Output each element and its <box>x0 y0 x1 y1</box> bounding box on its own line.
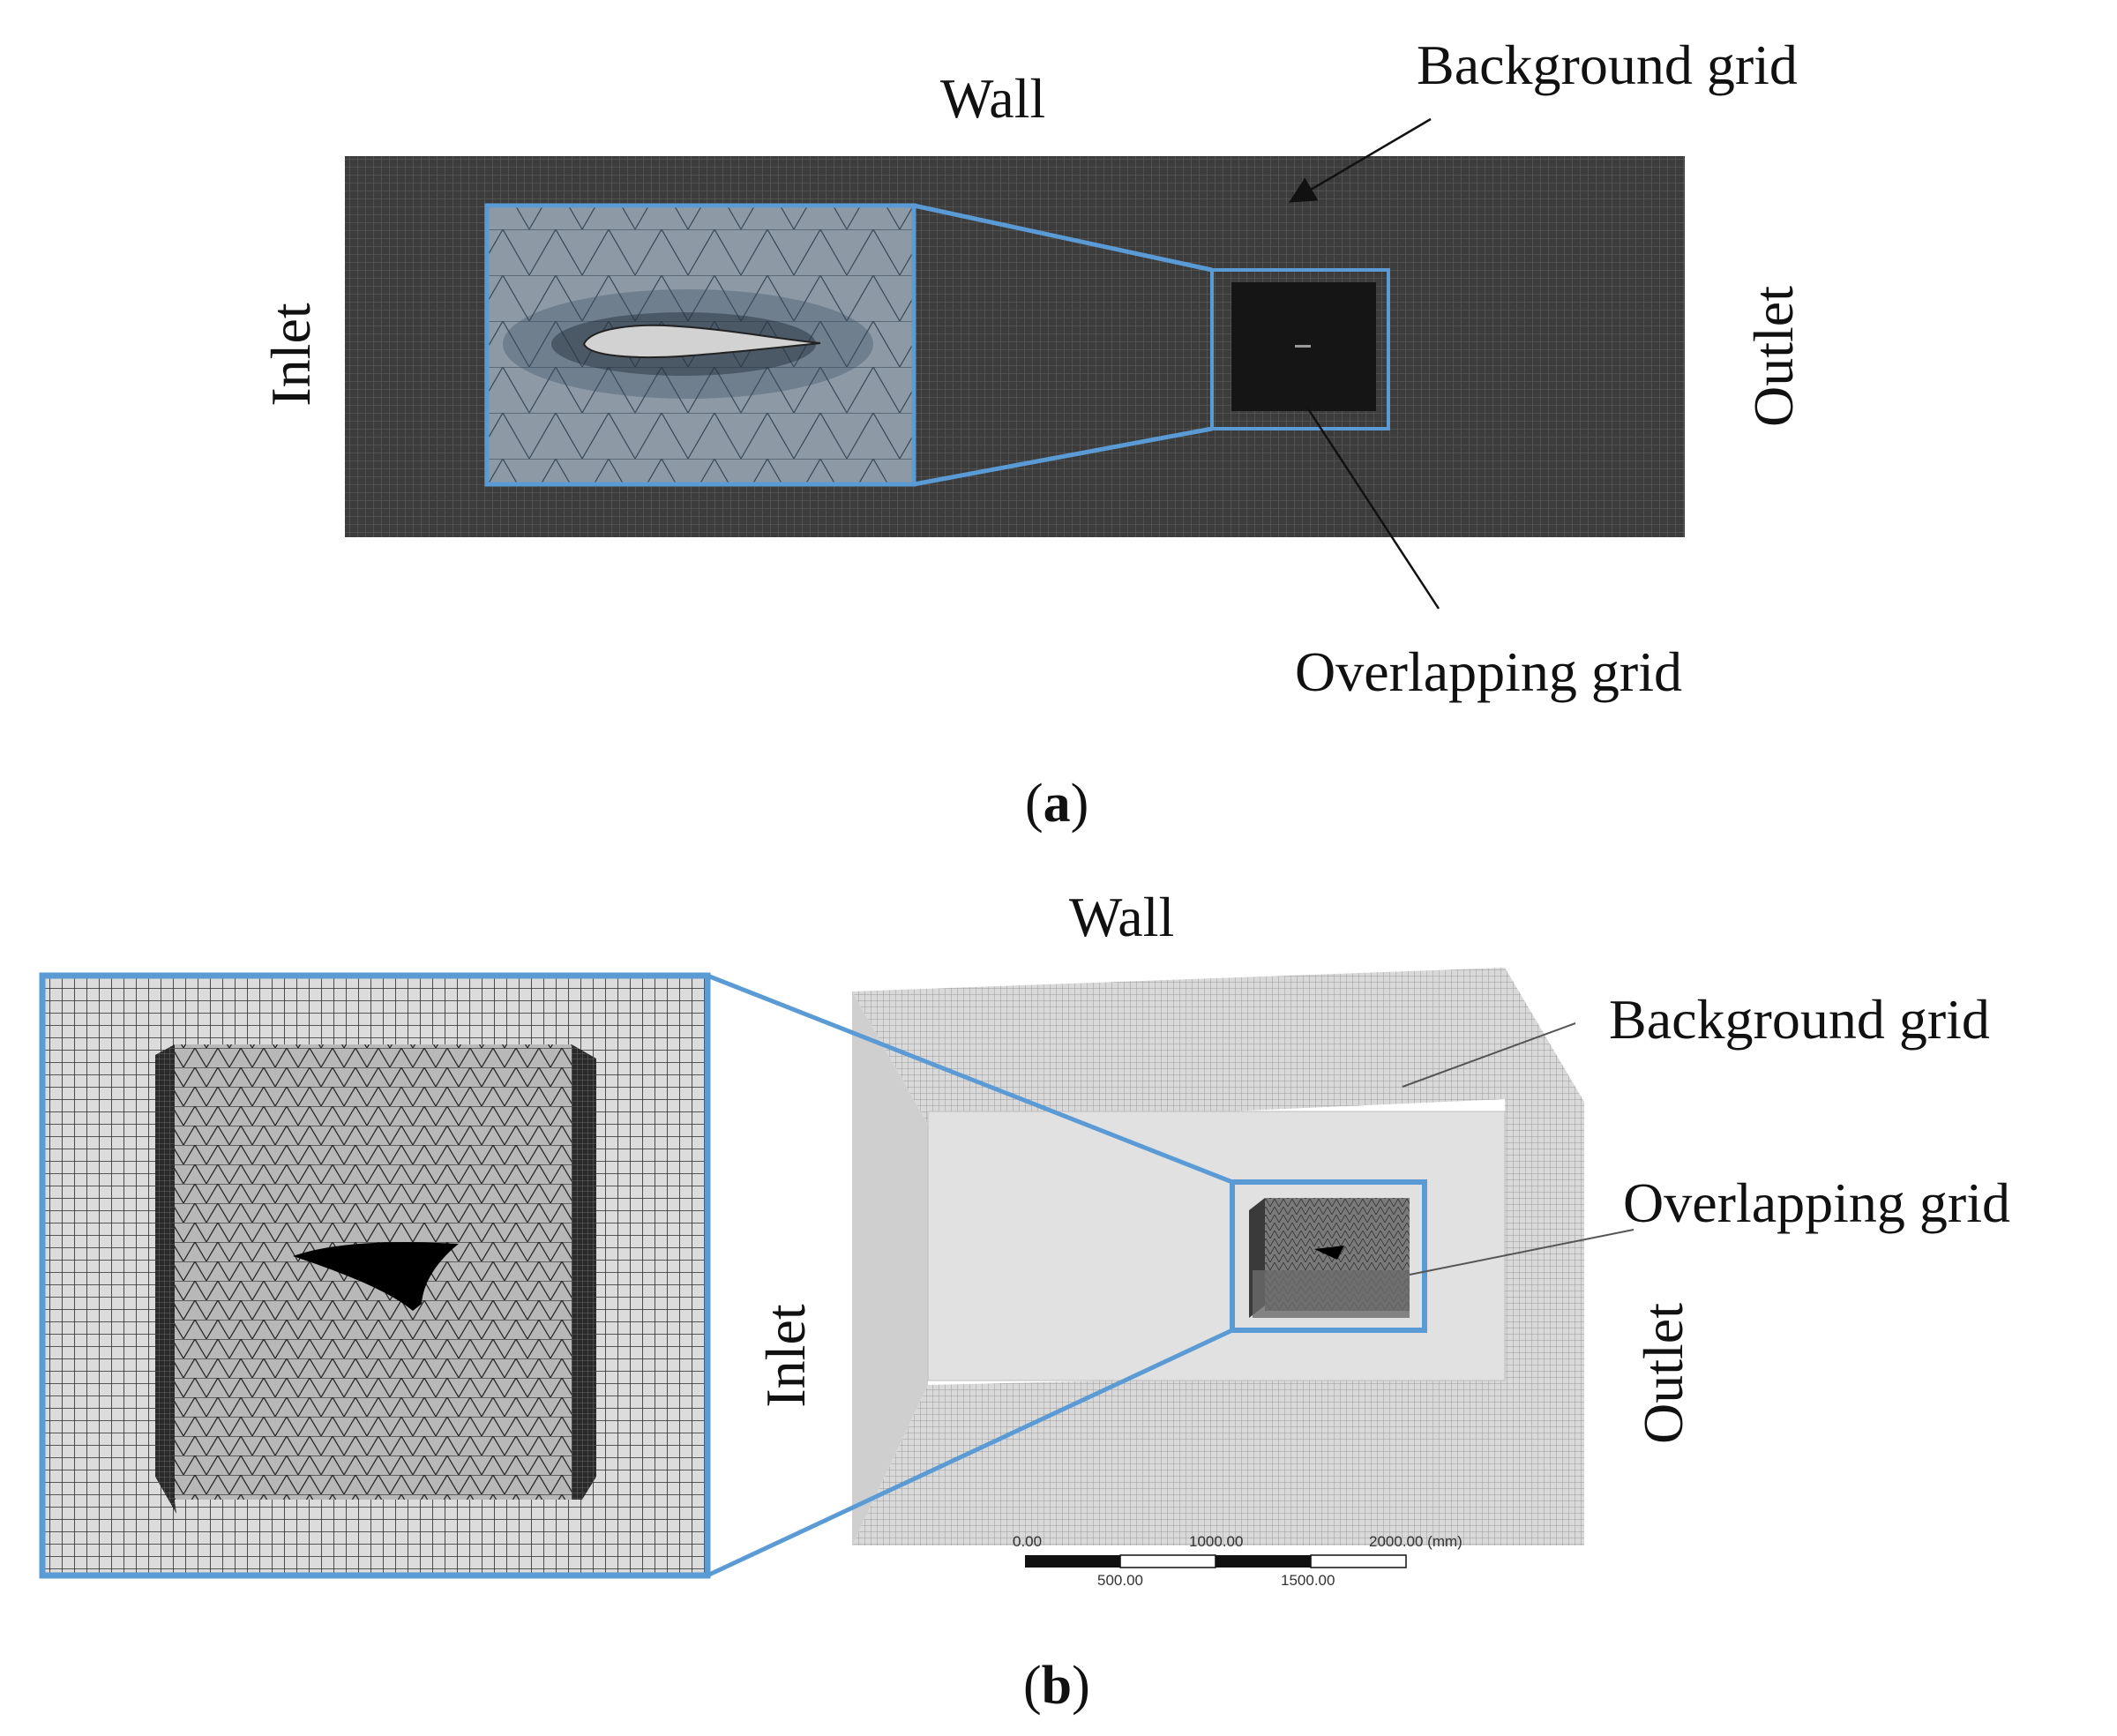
inlet-label-a: Inlet <box>259 303 322 407</box>
scale-tick-0: 0.00 <box>1013 1533 1043 1550</box>
wall-label-b: Wall <box>1069 886 1175 948</box>
zoom-connector-top-b <box>707 973 1233 1185</box>
outlet-label-a: Outlet <box>1742 286 1805 427</box>
domain-bottom-face <box>852 1372 1584 1545</box>
domain-back-face <box>927 1111 1506 1381</box>
outlet-label-b: Outlet <box>1632 1303 1694 1444</box>
background-grid-arrow-a <box>1289 117 1432 203</box>
zoom-source-frame-a <box>1210 268 1390 430</box>
scale-tick-1000: 1000.00 <box>1189 1533 1244 1550</box>
scale-tick-2000: 2000.00 (mm) <box>1369 1533 1462 1550</box>
zoom-inset-frame-a <box>484 203 916 487</box>
airfoil-marker-small <box>1295 345 1311 348</box>
zoom-connector-top-a <box>913 203 1213 273</box>
scale-tick-1500: 1500.00 <box>1281 1572 1335 1589</box>
background-grid-label-b: Background grid <box>1609 988 1990 1051</box>
zoom-box-right-side <box>572 1044 596 1500</box>
domain-left-face <box>852 991 928 1545</box>
caption-a: (a) <box>1025 774 1089 834</box>
overlapping-box-bottom <box>1253 1270 1410 1318</box>
panel-a <box>345 117 1685 610</box>
zoom-connector-bottom-a <box>913 426 1213 487</box>
scale-bar <box>1025 1554 1407 1568</box>
caption-a-letter: a <box>1043 774 1071 834</box>
wing-marker-small <box>1314 1246 1344 1260</box>
overlapping-grid-pointer-a <box>1305 407 1440 610</box>
background-grid-label-a: Background grid <box>1417 34 1798 96</box>
zoom-box-left-side <box>155 1044 176 1514</box>
zoom-connector-bottom-b <box>706 1328 1234 1578</box>
background-grid-pointer-b <box>1402 1022 1576 1088</box>
overlapping-grid-pointer-b <box>1409 1229 1635 1276</box>
caption-b-letter: b <box>1041 1656 1073 1716</box>
scale-tick-500: 500.00 <box>1097 1572 1143 1589</box>
overlapping-grid-label-b: Overlapping grid <box>1623 1171 2010 1234</box>
zoom-source-frame-b <box>1230 1179 1427 1333</box>
zoom-inset-frame-b <box>39 972 711 1579</box>
wing-shape-zoom <box>293 1242 459 1311</box>
domain-right-face <box>1505 968 1584 1545</box>
caption-b: (b) <box>1023 1656 1090 1716</box>
wall-label-a: Wall <box>940 67 1046 130</box>
panel-b <box>39 968 1635 1579</box>
inlet-label-b: Inlet <box>754 1304 817 1408</box>
domain-top-face <box>852 968 1505 1125</box>
overlapping-grid-label-a: Overlapping grid <box>1295 640 1682 703</box>
airfoil-shape <box>582 324 821 359</box>
